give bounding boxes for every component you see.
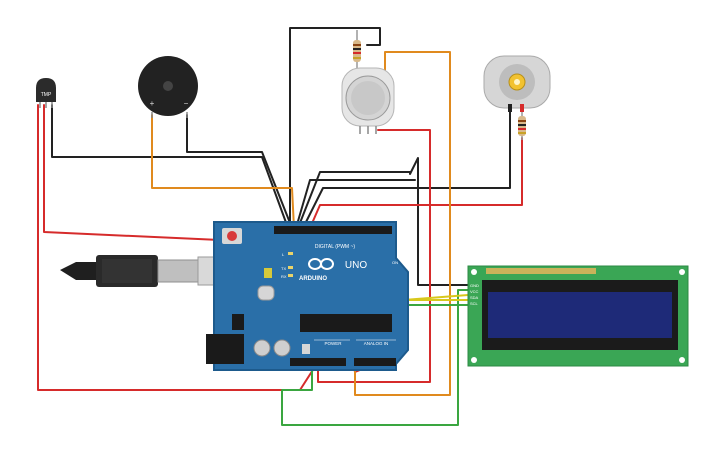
- temperature-sensor[interactable]: TMP: [36, 78, 56, 108]
- resistor-top[interactable]: [353, 30, 361, 72]
- analog-header: [354, 358, 396, 366]
- gas-sensor[interactable]: [341, 67, 395, 134]
- wire-temp-out[interactable]: [37, 104, 319, 391]
- model-label: UNO: [345, 260, 367, 271]
- wire-lcd-gnd[interactable]: [297, 157, 469, 286]
- lcd-top-header: [486, 268, 596, 274]
- brand-label: ARDUINO: [299, 276, 327, 282]
- on-label: ON: [392, 260, 398, 265]
- digital-label: DIGITAL (PWM ~): [315, 244, 355, 250]
- power-header: [290, 358, 346, 366]
- rx-label: RX: [281, 274, 287, 279]
- lcd-pin-scl: SCL: [470, 301, 479, 306]
- tx-label: TX: [281, 266, 286, 271]
- analog-label: ANALOG IN: [364, 341, 389, 346]
- lcd-pin-gnd: GND: [470, 283, 479, 288]
- wire-buzzer-signal[interactable]: [151, 114, 295, 229]
- wire-gnd-mid[interactable]: [295, 179, 416, 229]
- capacitor-1: [253, 339, 271, 357]
- digital-header: [274, 226, 392, 234]
- board-pcb: [213, 221, 409, 371]
- wire-lcd-vcc-green[interactable]: [281, 289, 469, 426]
- wire-gas-orange[interactable]: [354, 51, 451, 396]
- lcd-module[interactable]: GND VCC SDA SCL: [467, 265, 689, 367]
- piezo-buzzer[interactable]: + −: [138, 56, 198, 118]
- wire-motor-red[interactable]: [309, 137, 523, 229]
- power-jack: [206, 334, 244, 364]
- buzzer-plus: +: [150, 99, 155, 108]
- infinity-logo-icon: [308, 258, 334, 270]
- temp-sensor-body: [36, 78, 56, 102]
- atmega-chip: [300, 314, 392, 332]
- lcd-pin-sda: SDA: [470, 295, 479, 300]
- power-label: POWER: [324, 341, 342, 346]
- resistor-motor[interactable]: [518, 112, 526, 140]
- wire-buzzer-gnd[interactable]: [186, 114, 293, 229]
- l-label: L: [282, 252, 285, 257]
- buzzer-minus: −: [184, 99, 189, 108]
- capacitor-2: [273, 339, 291, 357]
- wire-top-loop[interactable]: [289, 27, 381, 229]
- gear-icon: [508, 73, 526, 91]
- lcd-pin-labels: GND VCC SDA SCL: [470, 283, 479, 306]
- arduino-uno-board[interactable]: DIGITAL (PWM ~) ARDUINO UNO L TX RX ON P…: [206, 221, 409, 371]
- wire-temp-gnd[interactable]: [51, 104, 289, 229]
- wire-gas-red[interactable]: [317, 129, 431, 383]
- buzzer-hole: [163, 81, 173, 91]
- wire-motor-gnd[interactable]: [302, 109, 511, 229]
- crystal: [257, 285, 275, 301]
- temp-sensor-label: TMP: [41, 92, 52, 98]
- lcd-screen: [488, 292, 672, 338]
- dc-motor[interactable]: [483, 55, 551, 112]
- lcd-pin-vcc: VCC: [470, 289, 479, 294]
